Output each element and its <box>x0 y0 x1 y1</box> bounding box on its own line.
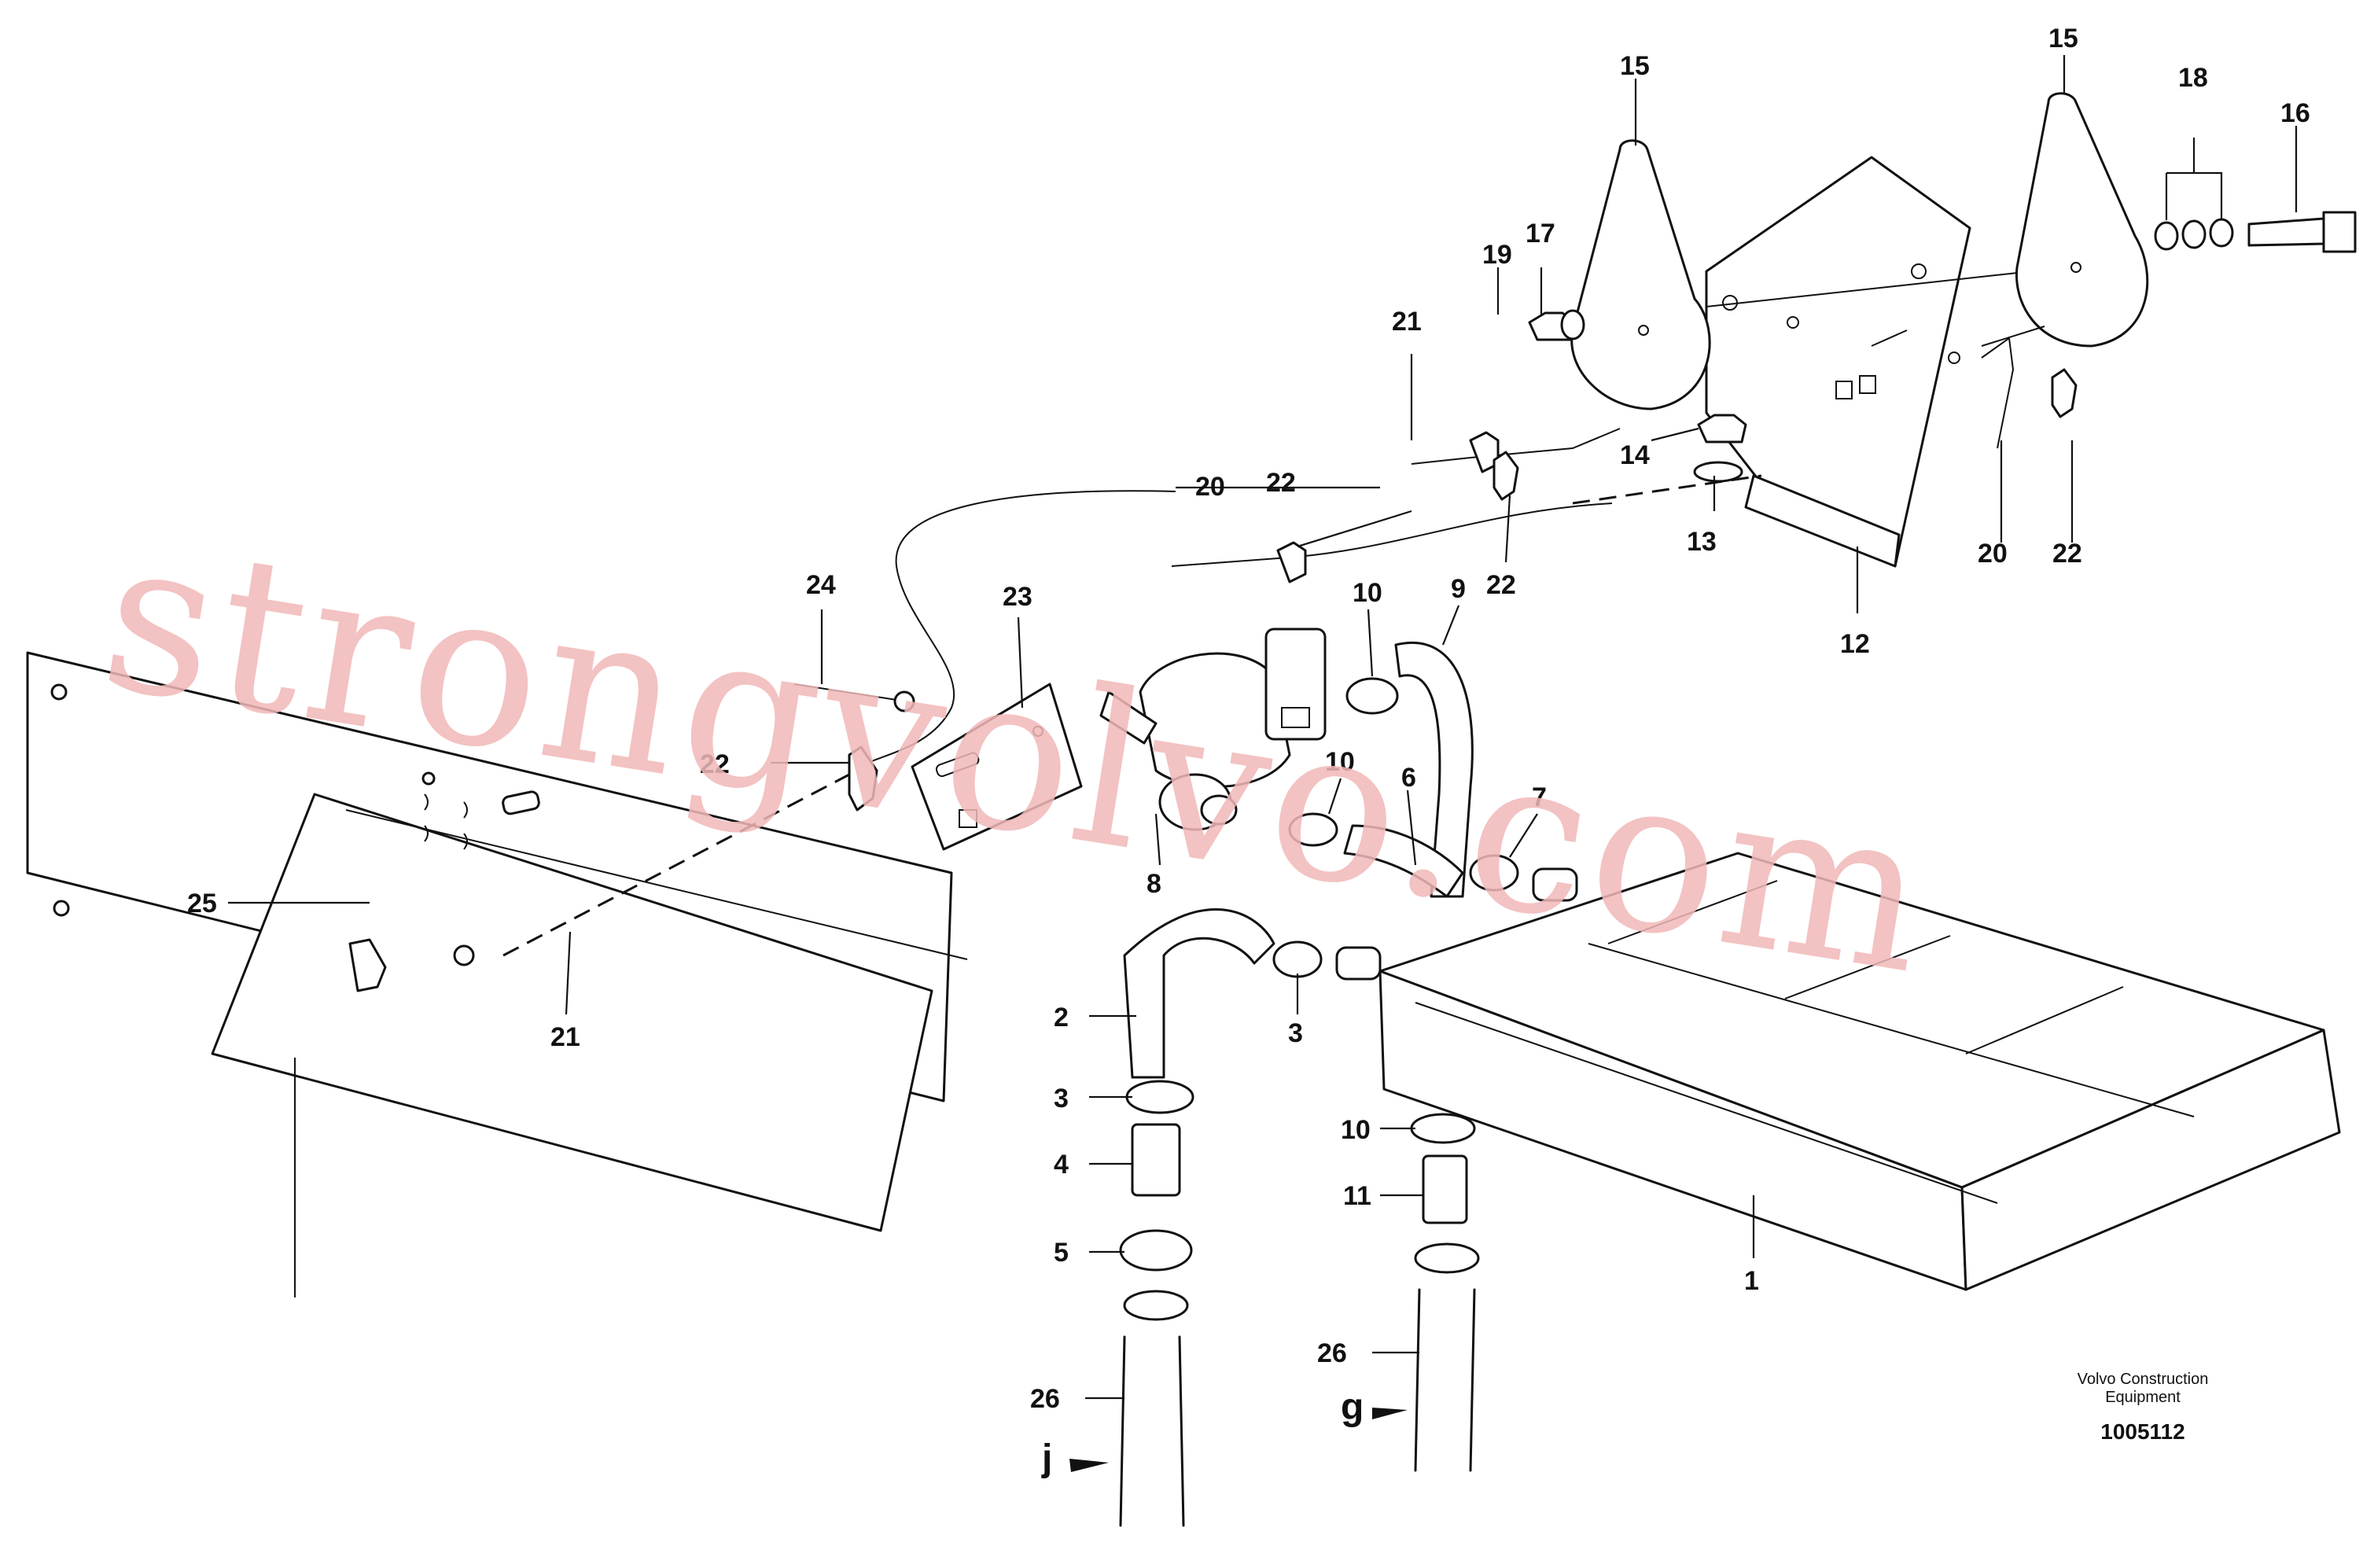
callout-6: 6 <box>1401 763 1416 793</box>
callout-14: 14 <box>1620 440 1650 470</box>
callout-21: 21 <box>550 1022 580 1052</box>
callout-11: 11 <box>1343 1181 1371 1211</box>
document-number: 1005112 <box>2100 1419 2184 1444</box>
callout-15: 15 <box>2048 24 2078 53</box>
callout-17: 17 <box>1526 219 1555 248</box>
cable-clips <box>848 368 2078 812</box>
callout-25: 25 <box>187 889 217 918</box>
cables <box>848 326 2045 775</box>
callout-12: 12 <box>1840 629 1870 659</box>
control-lever-right <box>2015 92 2149 348</box>
callout-2: 2 <box>1054 1003 1069 1032</box>
callout-22: 22 <box>700 749 730 779</box>
callout-10: 10 <box>1325 747 1355 777</box>
heater-core <box>1335 852 2341 1291</box>
callout-3: 3 <box>1288 1018 1303 1048</box>
callout-21: 21 <box>1392 307 1422 337</box>
washers-and-bolt <box>1528 211 2357 341</box>
callout-9: 9 <box>1451 574 1466 604</box>
callout-24: 24 <box>806 570 836 600</box>
hoses <box>1123 642 1474 1079</box>
callout-13: 13 <box>1687 527 1717 557</box>
left-hose-stack <box>1119 1080 1194 1527</box>
callout-18: 18 <box>2178 63 2208 93</box>
dashboard-panel <box>26 651 968 1297</box>
callout-8: 8 <box>1147 869 1161 899</box>
callout-22: 22 <box>1486 570 1516 600</box>
flow-marker-j: j <box>1041 1437 1052 1479</box>
callout-22: 22 <box>1266 468 1296 498</box>
callout-26: 26 <box>1317 1338 1347 1368</box>
control-plate <box>793 683 1083 851</box>
flow-marker-g: g <box>1341 1386 1364 1428</box>
callout-5: 5 <box>1054 1238 1069 1268</box>
credit-block: Volvo Construction Equipment 1005112 <box>2078 1371 2209 1444</box>
callout-16: 16 <box>2280 98 2310 128</box>
callout-7: 7 <box>1532 782 1547 812</box>
hose-clamps <box>1272 677 1519 978</box>
callout-19: 19 <box>1482 240 1512 270</box>
credit-line-2: Equipment <box>2105 1389 2181 1406</box>
callout-20: 20 <box>1978 539 2008 569</box>
callout-26: 26 <box>1030 1384 1060 1414</box>
control-lever-left <box>1570 139 1711 410</box>
right-hose-stack <box>1410 1113 1480 1472</box>
water-valve <box>1099 628 1327 831</box>
callout-4: 4 <box>1054 1150 1069 1180</box>
callout-10: 10 <box>1341 1115 1371 1145</box>
callout-labels: 1 2 3 3 4 5 6 7 8 9 10 10 10 11 12 13 14… <box>187 24 2310 1479</box>
callout-10: 10 <box>1353 578 1382 608</box>
callout-15: 15 <box>1620 51 1650 81</box>
callout-20: 20 <box>1195 472 1225 502</box>
leader-lines <box>228 55 2298 1400</box>
callout-23: 23 <box>1003 582 1032 612</box>
nut-and-washer <box>1572 414 1762 505</box>
callout-3: 3 <box>1054 1084 1069 1113</box>
callout-1: 1 <box>1744 1266 1759 1296</box>
credit-line-1: Volvo Construction <box>2078 1371 2209 1388</box>
flow-arrows <box>1069 1408 1408 1472</box>
callout-22: 22 <box>2052 539 2082 569</box>
bracket-plate <box>1705 156 2069 568</box>
